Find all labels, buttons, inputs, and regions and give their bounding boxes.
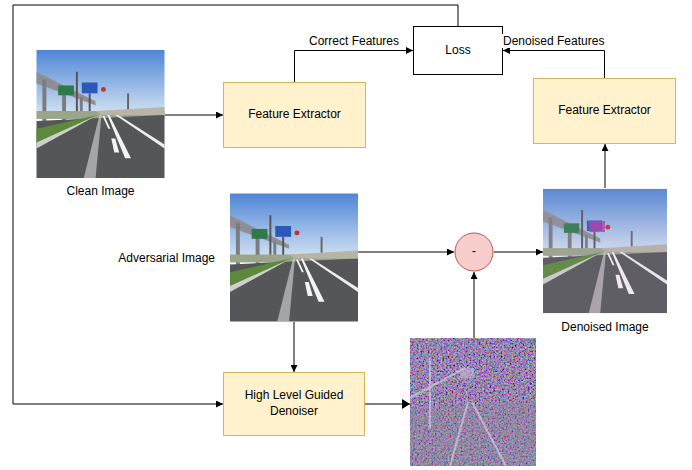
denoiser-box: High Level Guided Denoiser [223, 372, 365, 436]
image-caption: Adversarial Image [118, 251, 215, 265]
feature-extractor-box: Feature Extractor [533, 78, 676, 144]
connector-arrow [295, 51, 414, 83]
connector-arrow [358, 252, 454, 253]
box-label: Feature Extractor [248, 107, 341, 123]
noise-input-arrowhead [402, 399, 411, 409]
connector-arrow [503, 51, 605, 79]
subtract-operator: - [454, 232, 494, 272]
box-label: - [472, 244, 476, 260]
edge-label: Correct Features [307, 34, 401, 48]
connector-arrow [605, 144, 606, 188]
box-label: High Level Guided Denoiser [234, 388, 354, 419]
clean-image: Clean Image [36, 50, 165, 178]
denoised-image: Denoised Image [543, 188, 667, 314]
adversarial-road-photo [230, 193, 358, 322]
noise-map [410, 338, 536, 466]
clean-road-photo [36, 50, 165, 178]
edge-label: Denoised Features [501, 34, 606, 48]
connector-arrow [13, 5, 458, 404]
image-caption: Clean Image [66, 184, 134, 198]
adversarial-image: Adversarial Image [230, 193, 358, 322]
loss-box: Loss [413, 26, 503, 75]
feature-extractor-box: Feature Extractor [223, 82, 366, 148]
box-label: Loss [445, 43, 470, 59]
connector-arrow [494, 252, 543, 253]
connector-arrow [165, 115, 223, 116]
box-label: Feature Extractor [558, 103, 651, 119]
image-caption: Denoised Image [561, 320, 648, 334]
denoised-road-photo [543, 188, 667, 314]
connector-arrow [294, 322, 295, 372]
